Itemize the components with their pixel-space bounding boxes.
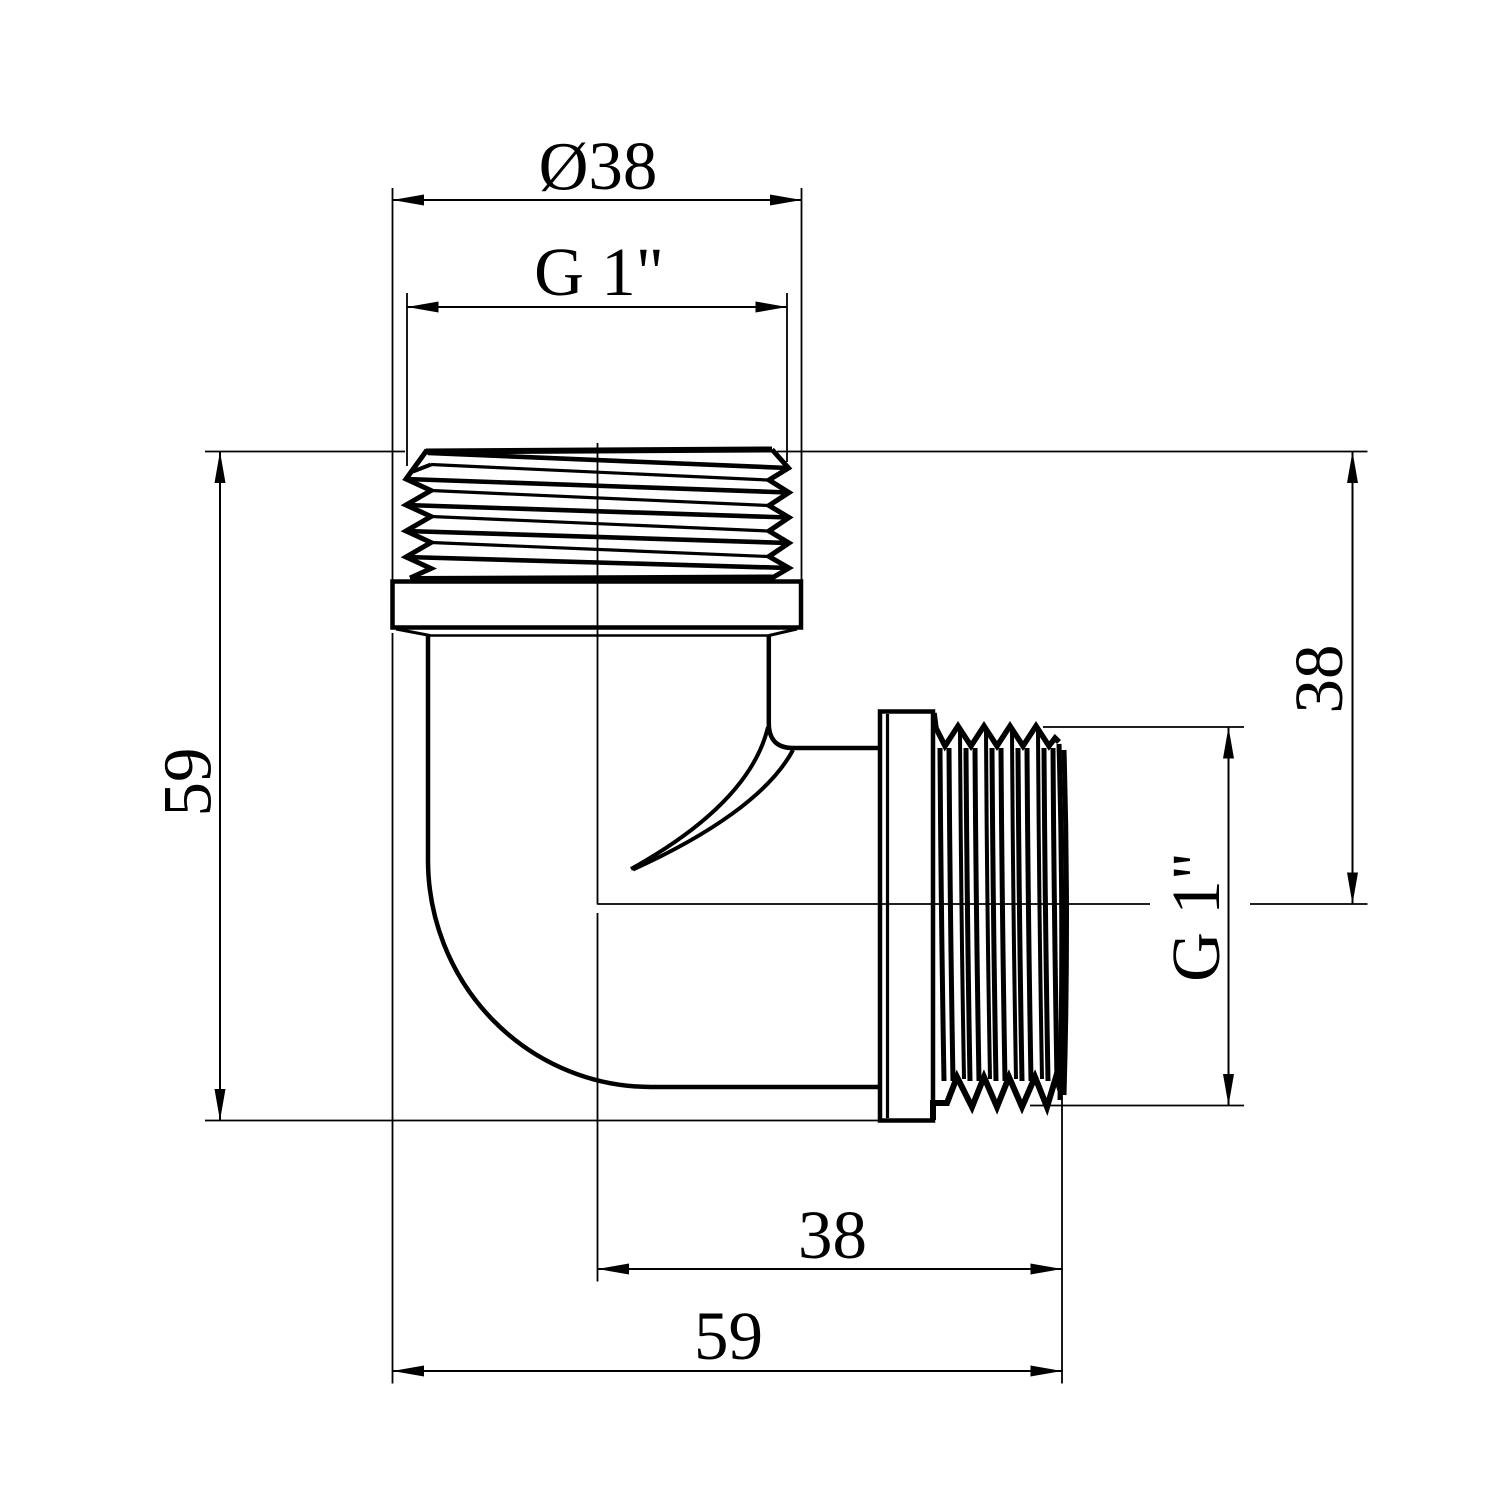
svg-text:G 1": G 1" xyxy=(1158,852,1234,982)
svg-text:38: 38 xyxy=(1281,645,1357,714)
svg-text:59: 59 xyxy=(150,748,226,817)
svg-text:Ø38: Ø38 xyxy=(539,128,658,204)
svg-text:38: 38 xyxy=(798,1197,867,1273)
svg-text:G 1": G 1" xyxy=(534,234,664,310)
svg-text:59: 59 xyxy=(694,1298,763,1374)
